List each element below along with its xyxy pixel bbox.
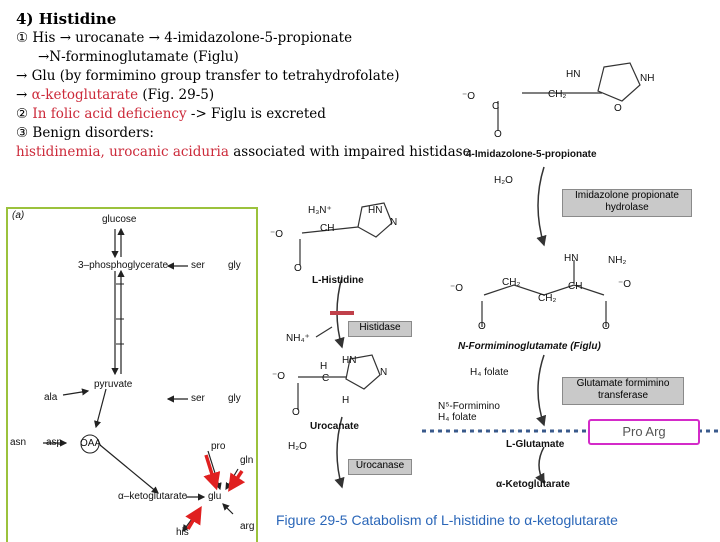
imid-nh: NH (640, 73, 655, 84)
figure-caption: Figure 29-5 Catabolism of L-histidine to… (276, 512, 618, 528)
his-o-minus: ⁻O (270, 229, 284, 240)
glutamate-name: L-Glutamate (506, 439, 565, 450)
enzyme-histidase: Histidase (348, 321, 412, 337)
pathway-drawing (297, 62, 720, 489)
his-n: N (390, 217, 398, 228)
imid-o: O (494, 129, 502, 140)
figlu-o-minus: ⁻O (450, 283, 464, 294)
figlu-name: N-Formiminoglutamate (Figlu) (458, 341, 601, 352)
node-asn: asn (10, 437, 27, 448)
imidazolone-name: 4-Imidazolone-5-propionate (466, 149, 597, 160)
enzyme-transferase: Glutamate formimino transferase (562, 377, 684, 405)
uro-hn: HN (342, 355, 357, 366)
enzyme-urocanase: Urocanase (348, 459, 412, 475)
node-gly-2: gly (228, 393, 241, 404)
node-gly-1: gly (228, 260, 241, 271)
text-line-1: ① His → urocanate → 4-imidazolone-5-prop… (16, 30, 353, 46)
node-3-phosphoglycerate: 3–phosphoglycerate (78, 260, 169, 271)
node-pyruvate: pyruvate (94, 379, 133, 390)
node-alpha-ketoglutarate: α–ketoglutarate (118, 491, 188, 502)
node-glu: glu (208, 491, 222, 502)
imid-o-minus: ⁻O (462, 91, 476, 102)
node-ser-2: ser (191, 393, 205, 404)
uro-n: N (380, 367, 388, 378)
panel-a-label: (a) (12, 210, 25, 221)
figlu-o-1: O (478, 321, 486, 332)
node-asp: asp (46, 437, 63, 448)
figlu-ch: CH (568, 281, 583, 292)
node-ala: ala (44, 392, 58, 403)
cofactor-h4-folate: H₄ folate (470, 367, 509, 378)
his-o: O (294, 263, 302, 274)
uro-o-minus: ⁻O (272, 371, 286, 382)
uro-h-2: H (342, 395, 350, 406)
pro-arg-highlight: Pro Arg (588, 419, 700, 445)
figlu-o-2: O (602, 321, 610, 332)
cofactor-nh4: NH₄⁺ (286, 333, 310, 344)
uro-o: O (292, 407, 300, 418)
text-line-4: → α-ketoglutarate (Fig. 29-5) (16, 87, 215, 103)
node-glucose: glucose (102, 214, 137, 225)
his-h3n: H₃N⁺ (308, 205, 332, 216)
figlu-ch2-2: CH₂ (538, 293, 557, 304)
node-oaa: OAA (80, 438, 102, 449)
figlu-o-minus-2: ⁻O (618, 279, 632, 290)
text-line-7: histidinemia, urocanic aciduria associat… (16, 144, 471, 160)
node-arg: arg (240, 521, 255, 532)
his-hn: HN (368, 205, 383, 216)
cofactor-n5-formimino: N⁵-Formimino H₄ folate (438, 401, 500, 423)
urocanate-name: Urocanate (310, 421, 359, 432)
panel-a: (a) glucose 3–phosphoglycerate ser gly a… (6, 207, 258, 542)
pathway-figure: ⁻O C CH₂ O HN O NH 4-Imidazolone-5-propi… (262, 55, 720, 510)
imid-hn: HN (566, 69, 581, 80)
slide-title: 4) Histidine (16, 10, 117, 28)
node-his: his (176, 527, 189, 538)
histidine-name: L-Histidine (312, 275, 364, 286)
node-ser-1: ser (191, 260, 205, 271)
text-line-6: ③ Benign disorders: (16, 125, 154, 141)
text-line-3: → Glu (by formimino group transfer to te… (16, 68, 400, 84)
cofactor-h2o-2: H₂O (288, 441, 307, 452)
figlu-nh2: NH₂ (608, 255, 627, 266)
cofactor-h2o-1: H₂O (494, 175, 513, 186)
slide-text: 4) Histidine ① His → urocanate → 4-imida… (16, 10, 471, 162)
alpha-ketoglutarate-name: α-Ketoglutarate (496, 479, 570, 490)
uro-h-1: H (320, 361, 328, 372)
figlu-ch2-1: CH₂ (502, 277, 521, 288)
text-line-2: →N-forminoglutamate (Figlu) (38, 49, 239, 65)
uro-c-1: C (322, 373, 330, 384)
enzyme-hydrolase: Imidazolone propionate hydrolase (562, 189, 692, 217)
node-gln: gln (240, 455, 254, 466)
his-ch: CH (320, 223, 335, 234)
imid-ch2: CH₂ (548, 89, 567, 100)
node-pro: pro (211, 441, 226, 452)
figlu-hn: HN (564, 253, 579, 264)
imid-o-ring: O (614, 103, 622, 114)
panel-a-arrows (43, 227, 246, 532)
text-line-5: ② In folic acid deficiency -> Figlu is e… (16, 106, 326, 122)
imid-c: C (492, 101, 500, 112)
